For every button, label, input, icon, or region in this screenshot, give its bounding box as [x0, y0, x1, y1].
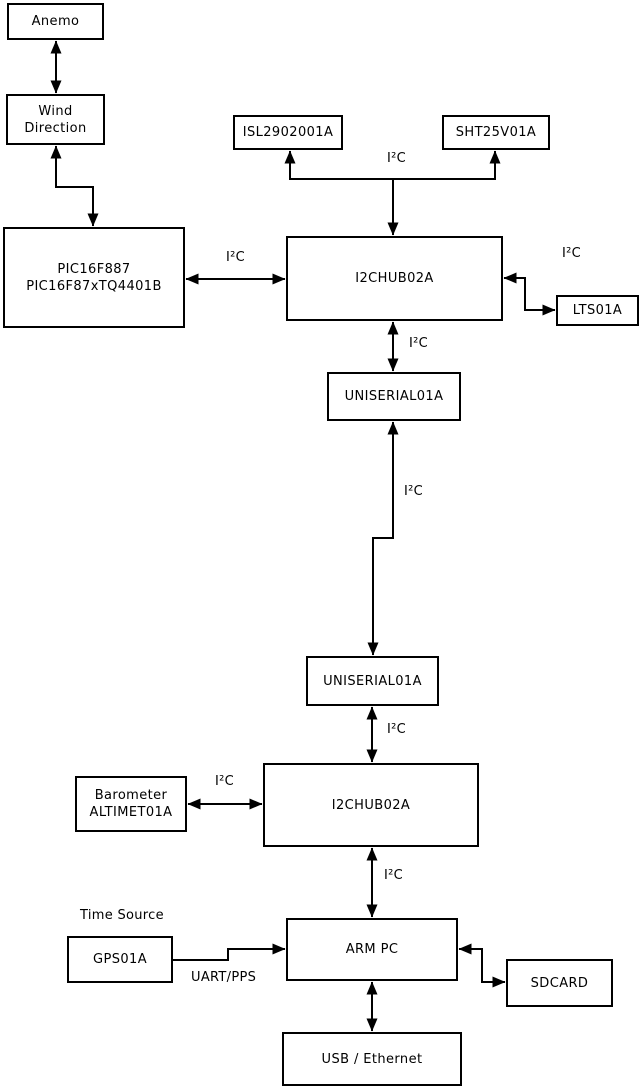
node-sht25v01a: SHT25V01A: [442, 115, 550, 150]
label-i2c-uniserial-link: I²C: [404, 484, 424, 499]
edge-i2chub-lts: [503, 272, 556, 316]
label-i2c-pic: I²C: [226, 250, 246, 265]
edge-uniserial-uniserial: [367, 421, 399, 656]
node-usb-ethernet: USB / Ethernet: [282, 1032, 462, 1086]
label-uart-pps: UART/PPS: [191, 970, 257, 985]
node-arm-pc: ARM PC: [286, 918, 458, 981]
node-uniserial01a-top: UNISERIAL01A: [327, 372, 461, 421]
label-i2c-uniserial-hub: I²C: [387, 722, 407, 737]
label-i2c-barometer: I²C: [215, 774, 235, 789]
node-uniserial01a-bottom: UNISERIAL01A: [306, 656, 439, 706]
node-i2chub02a-top: I2CHUB02A: [286, 236, 503, 321]
node-pic16f887: PIC16F887 PIC16F87xTQ4401B: [3, 227, 185, 328]
edge-wind-pic: [50, 145, 99, 227]
node-lts01a: LTS01A: [556, 295, 639, 326]
label-time-source: Time Source: [80, 908, 164, 923]
label-i2c-lts: I²C: [562, 246, 582, 261]
node-i2chub02a-bottom: I2CHUB02A: [263, 763, 479, 847]
node-barometer-altimet01a: Barometer ALTIMET01A: [75, 776, 187, 832]
node-gps01a: GPS01A: [67, 936, 173, 983]
node-wind-direction: Wind Direction: [6, 94, 105, 145]
node-isl2902001a: ISL2902001A: [233, 115, 343, 150]
node-anemo: Anemo: [7, 3, 104, 40]
label-i2c-bus: I²C: [387, 151, 407, 166]
label-i2c-hub-armpc: I²C: [384, 868, 404, 883]
label-i2c-hub-uniserial: I²C: [409, 336, 429, 351]
edge-armpc-sdcard: [458, 943, 506, 988]
edge-gps-armpc: [173, 943, 286, 961]
node-sdcard: SDCARD: [506, 959, 613, 1007]
